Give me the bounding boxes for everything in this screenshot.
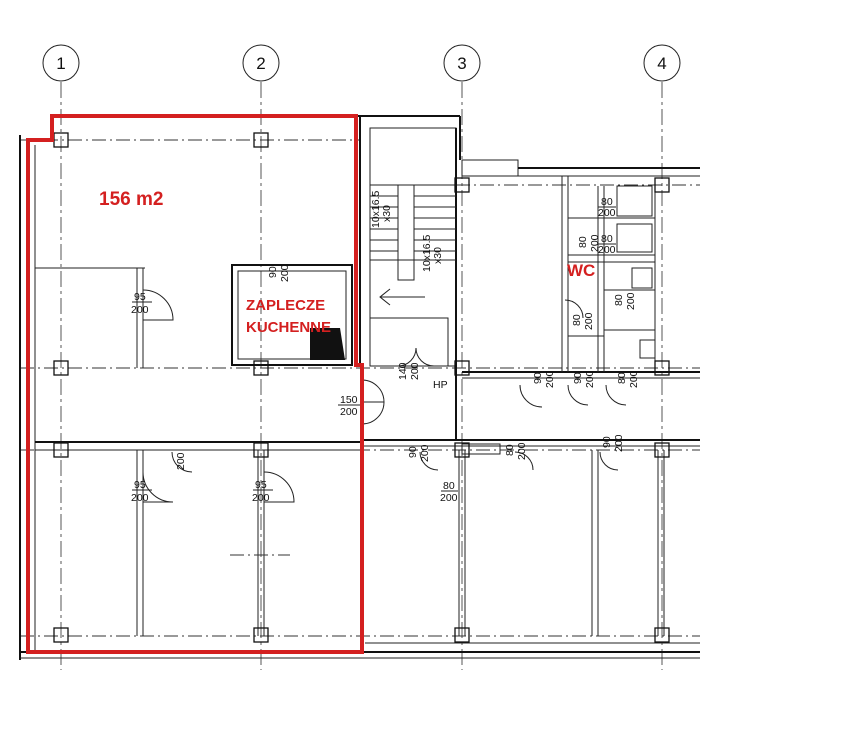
- door-dimensions: 90 200 95 200 150 200 140 200 200 95 200…: [131, 196, 640, 504]
- door-dim-h: 200: [613, 434, 625, 452]
- door-dim-h: 200: [544, 370, 556, 388]
- room-label-line1: ZAPLECZE: [246, 297, 325, 314]
- door-dim-h: 200: [419, 444, 431, 462]
- door-dim-w: 80: [504, 444, 516, 456]
- stair-label-3: 10x16.5: [421, 234, 433, 272]
- stair-label-4: x30: [432, 247, 444, 264]
- door-dim-w: 90: [267, 266, 279, 278]
- door-dim-w: 140: [397, 362, 409, 380]
- axis-3-label: 3: [457, 54, 466, 73]
- door-dim-h: 200: [409, 362, 421, 380]
- door-dim-h: 200: [252, 492, 270, 504]
- door-dim-h: 200: [584, 370, 596, 388]
- axis-markers: 1 2 3 4: [42, 44, 681, 82]
- axis-2-label: 2: [256, 54, 265, 73]
- door-dim-w: 80: [577, 236, 589, 248]
- door-dim-h: 200: [583, 312, 595, 330]
- stair-label-1: 10x16.5: [370, 190, 382, 228]
- door-dim-h: 200: [279, 264, 291, 282]
- door-dim-h: 200: [440, 492, 458, 504]
- door-dim-w: 90: [601, 436, 613, 448]
- walls: [19, 115, 700, 660]
- door-dim-w: 90: [532, 372, 544, 384]
- door-dim-w: 80: [613, 294, 625, 306]
- wc-label: WC: [567, 261, 595, 280]
- door-dim-w: 200: [175, 452, 187, 470]
- area-label: 156 m2: [99, 189, 163, 210]
- door-dim-h: 200: [131, 492, 149, 504]
- axis-1-label: 1: [56, 54, 65, 73]
- door-dim-w: 80: [616, 372, 628, 384]
- door-dim-h: 200: [625, 292, 637, 310]
- door-dim-w: 80: [443, 480, 455, 492]
- door-dim-w: 90: [572, 372, 584, 384]
- door-dim-h: 200: [598, 207, 616, 219]
- door-dim-w: 95: [134, 291, 146, 303]
- hp-label: HP: [433, 379, 448, 391]
- door-dim-h: 200: [598, 244, 616, 256]
- door-dim-h: 200: [340, 406, 358, 418]
- door-dim-w: 80: [601, 196, 613, 208]
- room-label-line2: KUCHENNE: [246, 319, 331, 336]
- door-dim-h: 200: [516, 442, 528, 460]
- door-swings: [142, 289, 627, 503]
- door-dim-h: 200: [628, 370, 640, 388]
- door-dim-h: 200: [131, 304, 149, 316]
- door-dim-w: 95: [134, 479, 146, 491]
- door-dim-w: 80: [601, 233, 613, 245]
- stair-label-2: x30: [381, 205, 393, 222]
- door-dim-h: 200: [589, 234, 601, 252]
- door-dim-w: 150: [340, 394, 358, 406]
- door-dim-w: 80: [571, 314, 583, 326]
- columns: [53, 132, 670, 643]
- highlighted-area-outline: [26, 114, 364, 654]
- door-dim-w: 90: [407, 446, 419, 458]
- door-dim-w: 95: [255, 479, 267, 491]
- axis-4-label: 4: [657, 54, 666, 73]
